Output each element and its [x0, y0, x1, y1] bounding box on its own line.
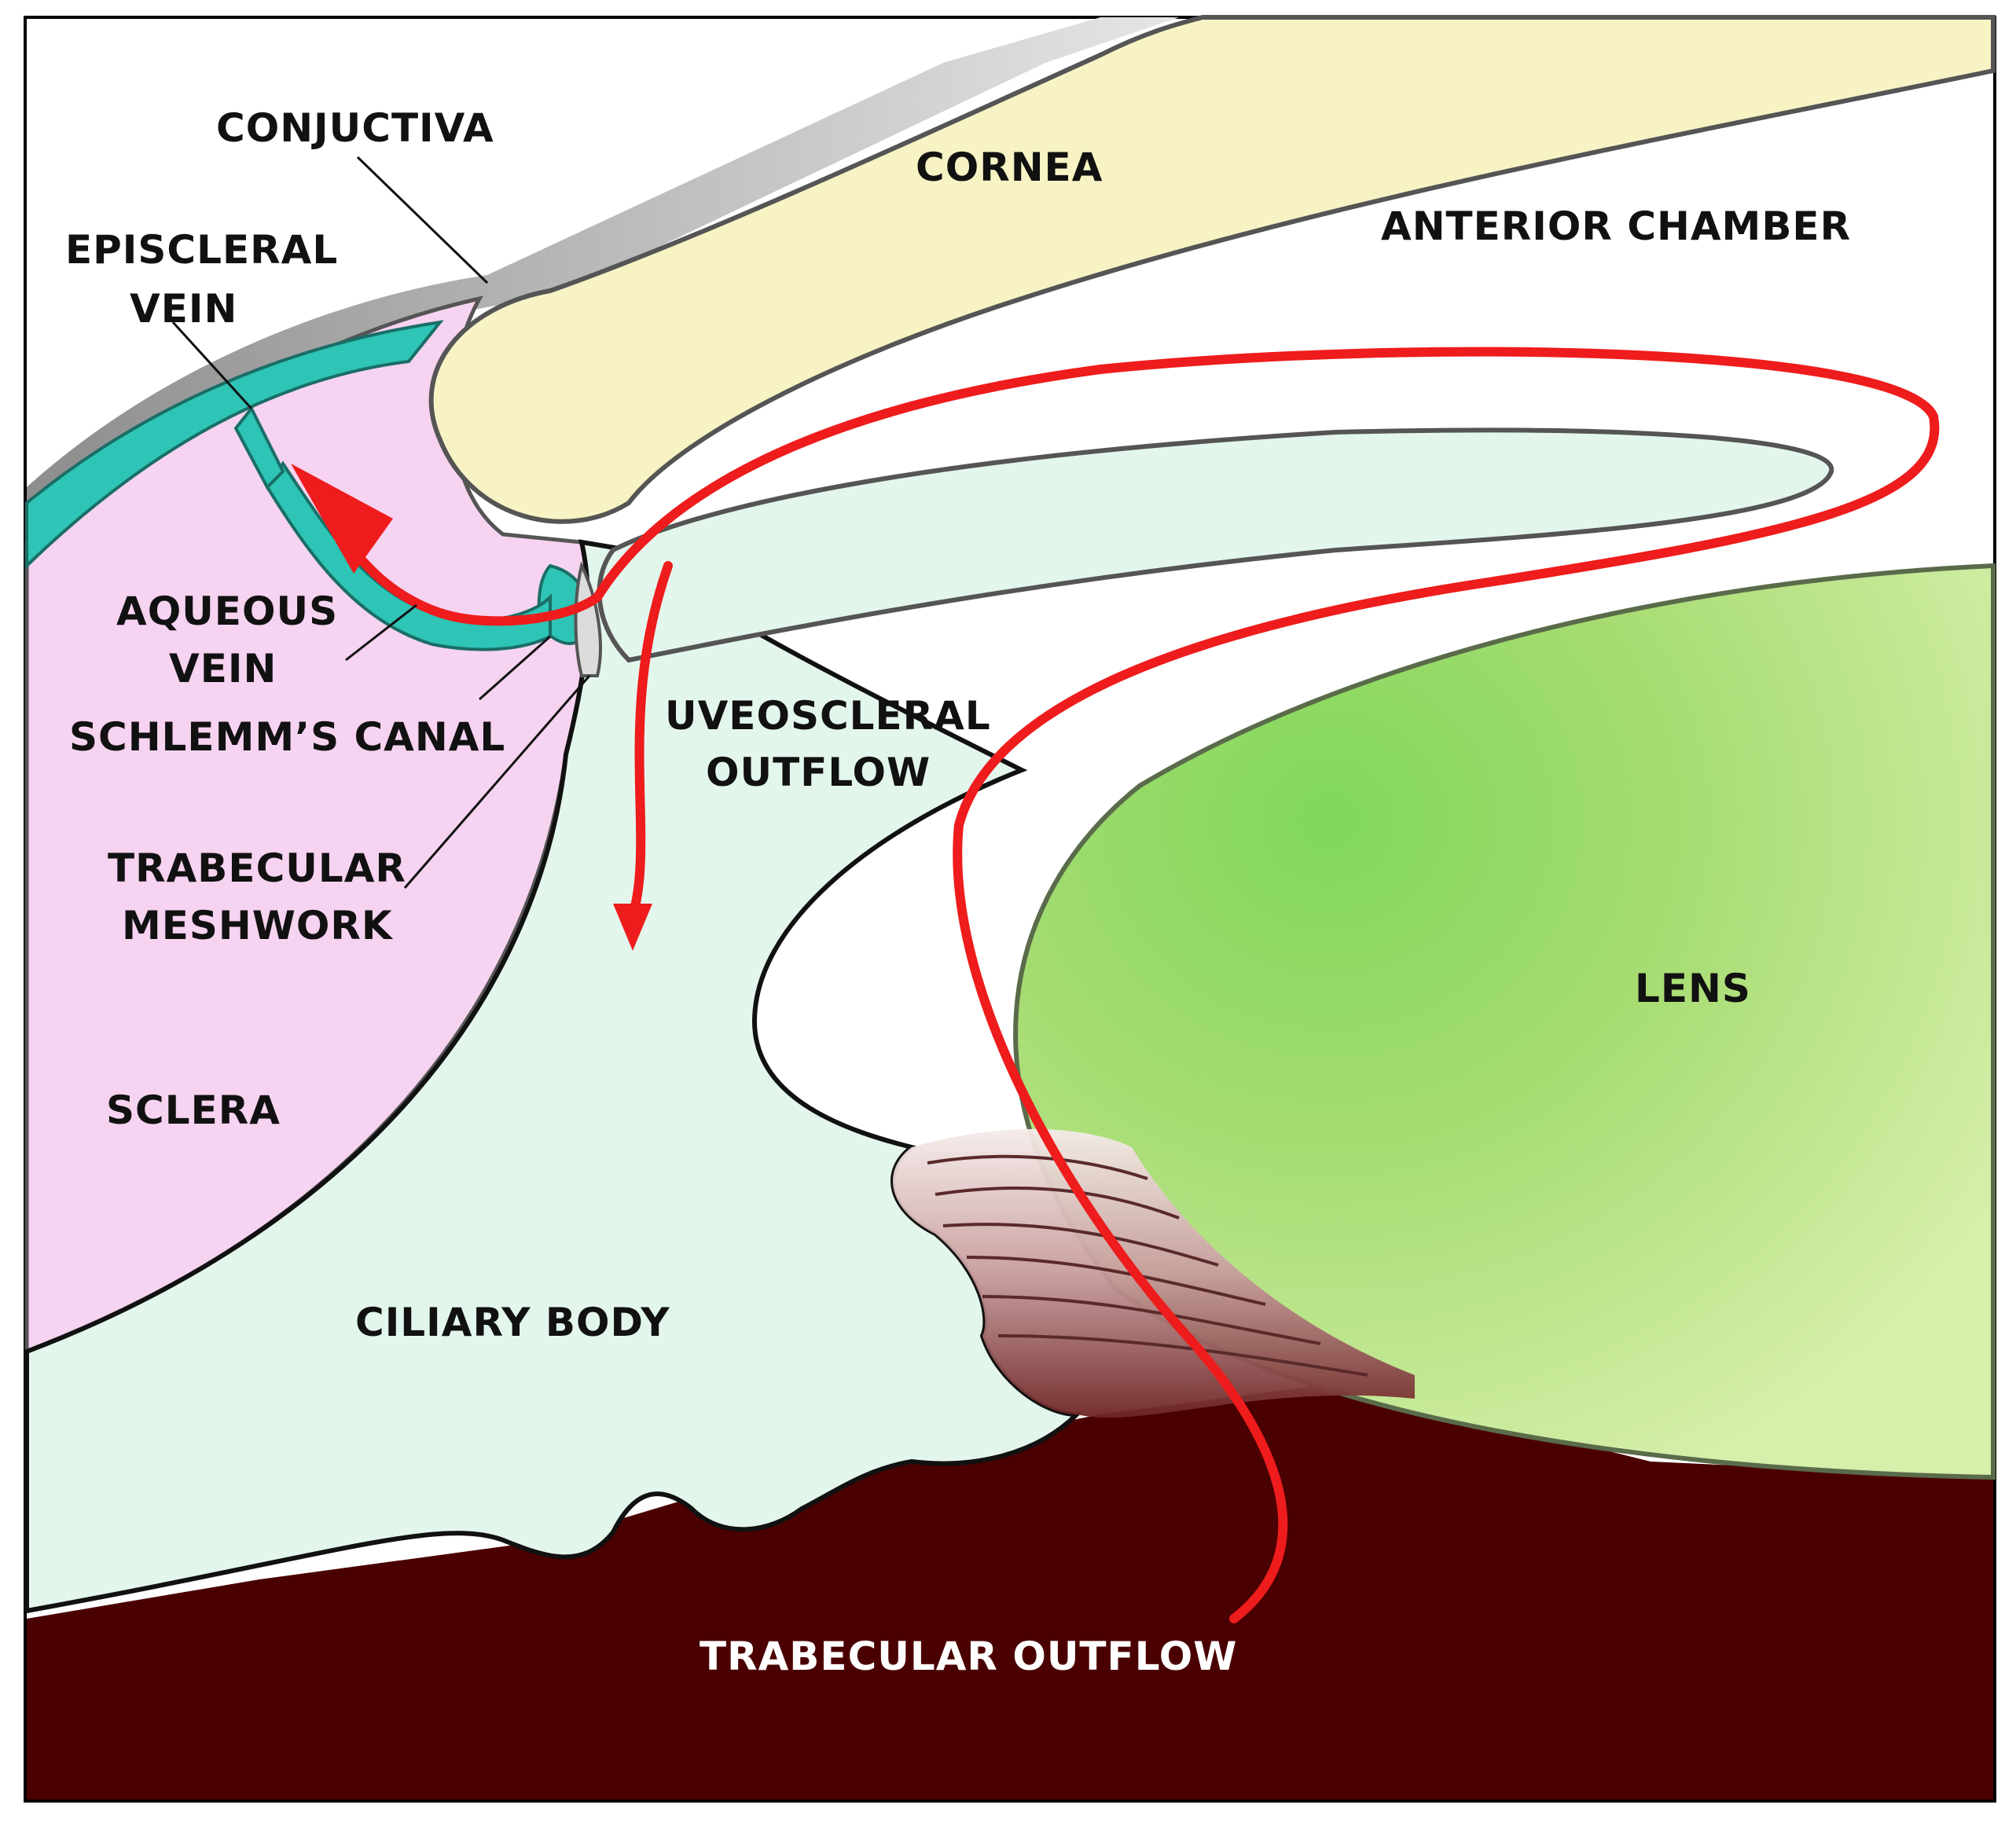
- leader-lines: [171, 156, 591, 889]
- iris: [597, 427, 1834, 663]
- label-trabecular-meshwork-1: TRABECULAR: [108, 845, 406, 891]
- label-trabecular-meshwork-2: MESHWORK: [122, 903, 394, 948]
- label-schlemms-canal: SCHLEMM’S CANAL: [69, 714, 505, 760]
- lens: [1013, 563, 1996, 1480]
- flow-arrows: [325, 347, 1940, 1623]
- uveoscleral-arrowhead: [613, 904, 652, 951]
- label-ciliary-body: CILIARY BODY: [355, 1300, 670, 1345]
- label-aqueous-vein-2: VEIN: [169, 646, 277, 691]
- label-sclera: SCLERA: [106, 1088, 281, 1133]
- label-lens: LENS: [1635, 966, 1751, 1011]
- choroid-region: [27, 1383, 1993, 1799]
- leader-schlemms-canal: [479, 635, 551, 701]
- label-aqueous-vein-1: AQUEOUS: [116, 589, 338, 634]
- label-uveoscleral-outflow-2: OUTFLOW: [706, 750, 931, 795]
- uveoscleral-outflow-path: [624, 561, 673, 932]
- label-anterior-chamber: ANTERIOR CHAMBER: [1381, 204, 1851, 249]
- leader-conjunctiva: [356, 156, 489, 284]
- ciliary-body: [24, 539, 1083, 1614]
- leader-trabecular-meshwork: [403, 675, 591, 889]
- zonule-fibers: [927, 1154, 1368, 1377]
- cornea: [428, 15, 1996, 524]
- vein-connector: [233, 405, 285, 490]
- episcleral-vein: [25, 320, 444, 570]
- leader-aqueous-vein: [345, 603, 417, 662]
- aqueous-vein-arrowhead: [291, 464, 393, 574]
- label-episcleral-vein-1: EPISCLERAL: [65, 227, 338, 273]
- label-episcleral-vein-2: VEIN: [130, 286, 237, 332]
- trabecular-outflow-path: [325, 347, 1940, 1623]
- leader-episcleral-vein: [171, 321, 253, 410]
- label-trabecular-outflow: TRABECULAR OUTFLOW: [700, 1634, 1237, 1679]
- zonules: [893, 1128, 1415, 1418]
- label-cornea: CORNEA: [916, 145, 1103, 190]
- label-conjunctiva: CONJUCTIVA: [216, 105, 494, 151]
- label-uveoscleral-outflow-1: UVEOSCLERAL: [665, 693, 991, 739]
